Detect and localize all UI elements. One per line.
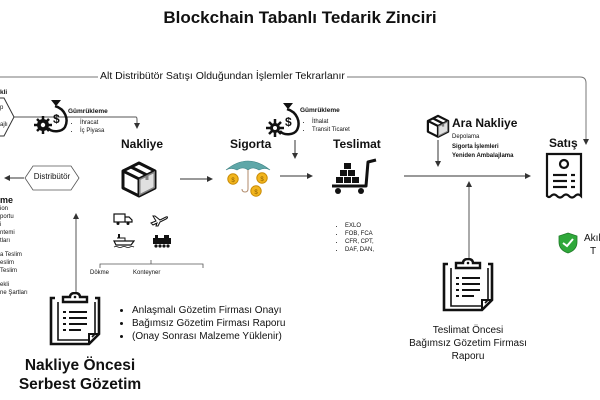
- left-line: ne Şartları: [0, 290, 28, 296]
- intermediate-box-icon: [426, 114, 450, 143]
- customs2-item: İthalat: [312, 118, 350, 126]
- pre-shipment-clipboard-icon: [49, 291, 101, 351]
- pre-shipment-list: Anlaşmalı Gözetim Firması Onayı Bağımsız…: [120, 304, 285, 343]
- customs2-list: İthalat Transit Ticaret: [302, 118, 350, 134]
- loop-label: Alt Distribütör Satışı Olduğundan İşleml…: [98, 70, 347, 82]
- transport-brace: [99, 260, 204, 268]
- pre-shipment-title: Nakliye Öncesi Serbest Gözetim: [10, 356, 150, 394]
- transport-label-container: Konteyner: [133, 270, 161, 276]
- svg-text:$: $: [254, 190, 258, 196]
- pre-shipment-item: Bağımsız Gözetim Firması Raporu: [132, 317, 285, 330]
- left-line: ntemi: [0, 230, 15, 236]
- customs1-title: Gümrükleme: [68, 108, 108, 115]
- incoterm-item: DAF, DAN,: [345, 246, 374, 254]
- left-line: eslim: [0, 260, 15, 266]
- umbrella-coins-icon: $ $ $: [224, 158, 272, 205]
- customs2-money-bag-icon: $: [265, 100, 303, 143]
- step-delivery-title: Teslimat: [333, 137, 381, 151]
- distributor-label: Distribütör: [33, 172, 71, 181]
- customs1-item: İç Piyasa: [80, 127, 104, 135]
- loop-arrow: [0, 76, 589, 145]
- smart-contract-label-2: T: [590, 246, 597, 257]
- train-icon: [152, 234, 172, 253]
- incoterm-item: EXLO: [345, 222, 374, 230]
- truck-icon: [113, 212, 133, 231]
- distributor-node: Distribütör: [24, 165, 80, 191]
- left-hexagon: [0, 97, 15, 137]
- customs1-item: İhracat: [80, 119, 104, 127]
- incoterm-item: CFR, CPT,: [345, 238, 374, 246]
- hand-truck-icon: [330, 158, 380, 201]
- pre-delivery-clipboard-icon: [442, 257, 494, 317]
- svg-text:$: $: [260, 177, 264, 183]
- pre-shipment-item: (Onay Sonrası Malzeme Yüklenir): [132, 330, 285, 343]
- smart-contract-label-1: Akıl: [584, 233, 600, 244]
- svg-text:$: $: [231, 178, 235, 184]
- left-partial-label: kli: [0, 89, 8, 96]
- ship-icon: [113, 233, 136, 254]
- intermediate-item: Yeniden Ambalajlama: [452, 153, 514, 159]
- step-insurance-title: Sigorta: [230, 137, 272, 151]
- svg-text:$: $: [285, 115, 292, 129]
- customs2-title: Gümrükleme: [300, 107, 340, 114]
- transport-label-bulk: Dökme: [90, 270, 110, 276]
- left-line: a Teslim: [0, 252, 22, 258]
- step-shipping-title: Nakliye: [121, 137, 164, 151]
- intermediate-item: Depolama: [452, 134, 480, 140]
- page-title: Blockchain Tabanlı Tedarik Zinciri: [163, 8, 437, 27]
- pre-delivery-line2: Bağımsız Gözetim Firması: [409, 338, 527, 349]
- left-line: ion: [0, 206, 9, 212]
- shield-check-icon: [558, 232, 578, 259]
- plane-icon: [150, 213, 168, 232]
- left-line: Teslim: [0, 268, 18, 274]
- customs-money-bag-icon: $: [33, 97, 71, 140]
- intermediate-title: Ara Nakliye: [452, 116, 518, 130]
- customs2-item: Transit Ticaret: [312, 126, 350, 134]
- intermediate-item: Sigorta İşlemleri: [452, 143, 499, 150]
- incoterm-item: FOB, FCA: [345, 230, 374, 238]
- left-line: portu: [0, 214, 14, 220]
- left-line: i: [0, 222, 2, 228]
- pre-delivery-line3: Raporu: [451, 351, 485, 362]
- left-line: ekli: [0, 282, 10, 288]
- receipt-icon: [545, 152, 583, 207]
- intermediate-list: Depolama Sigorta İşlemleri Yeniden Ambal…: [452, 133, 513, 162]
- pre-shipment-title-line1: Nakliye Öncesi: [24, 357, 136, 374]
- left-line: tları: [0, 238, 11, 244]
- incoterms-list: EXLO FOB, FCA CFR, CPT, DAF, DAN,: [335, 222, 374, 254]
- customs1-list: İhracat İç Piyasa: [70, 119, 104, 135]
- left-section-list: ion portu i ntemi tları a Teslim eslim T…: [0, 205, 28, 297]
- pre-delivery-report: Teslimat Öncesi Bağımsız Gözetim Firması…: [400, 324, 536, 363]
- hexagon-shape: [24, 165, 80, 191]
- box-icon: [120, 160, 158, 203]
- pre-shipment-title-line2: Serbest Gözetim: [18, 376, 142, 393]
- left-section-title: me: [0, 195, 14, 205]
- customs1-arrow: [14, 116, 140, 129]
- svg-text:$: $: [53, 112, 60, 126]
- left-hex-line-1: p: [0, 105, 4, 111]
- pre-shipment-item: Anlaşmalı Gözetim Firması Onayı: [132, 304, 285, 317]
- left-hex-line-2: ajlı: [0, 122, 8, 128]
- step-sale-title: Satış: [549, 136, 578, 150]
- pre-delivery-line1: Teslimat Öncesi: [432, 325, 504, 336]
